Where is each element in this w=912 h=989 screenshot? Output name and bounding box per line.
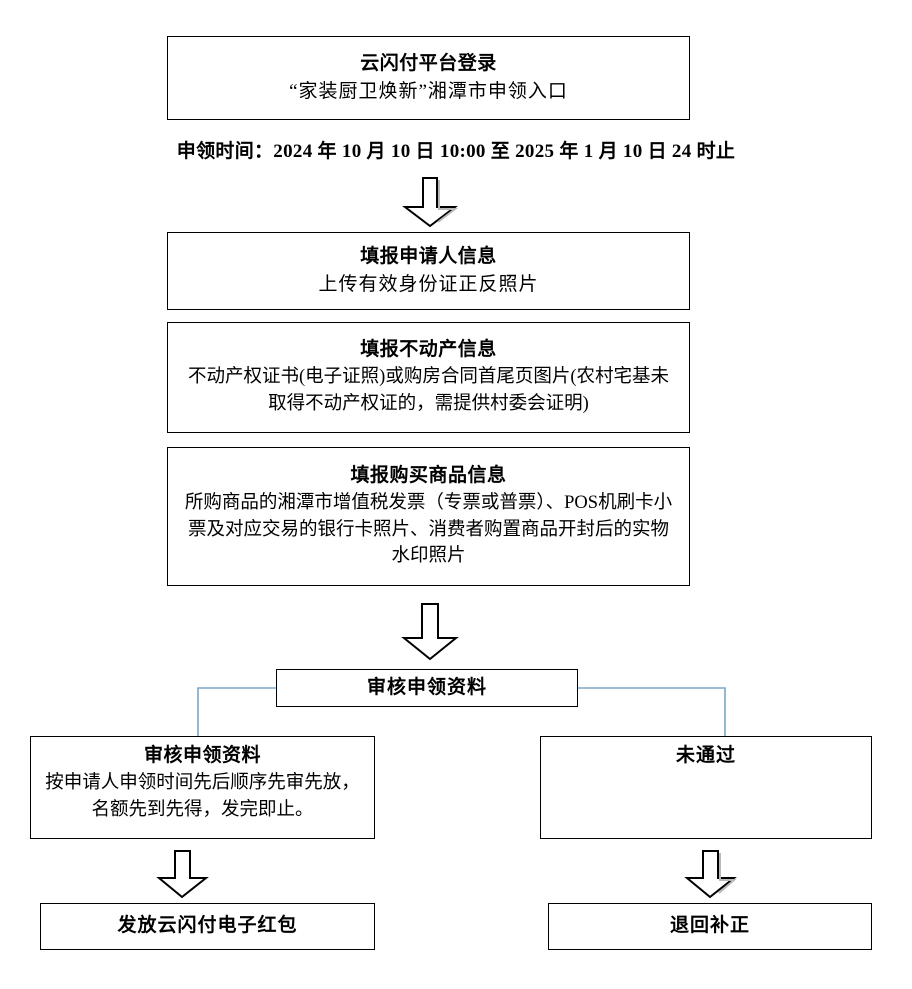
node-login-box: 云闪付平台登录 “家装厨卫焕新”湘潭市申领入口 xyxy=(167,36,690,120)
node-property-info-body: 不动产权证书(电子证照)或购房合同首尾页图片(农村宅基未取得不动产权证的，需提供… xyxy=(188,367,669,414)
down-block-arrow-icon xyxy=(401,603,459,661)
node-goods-info-title: 填报购买商品信息 xyxy=(350,464,507,486)
apply-period-text: 申领时间：2024 年 10 月 10 日 10:00 至 2025 年 1 月… xyxy=(176,141,736,162)
node-approved-box: 审核申领资料 按申请人申领时间先后顺序先审先放，名额先到先得，发完即止。 xyxy=(30,736,375,839)
arrow-rejected-to-return xyxy=(683,849,739,899)
connector-review-to-approved xyxy=(197,687,276,736)
node-approved-body: 按申请人申领时间先后顺序先审先放，名额先到先得，发完即止。 xyxy=(45,772,360,820)
arrow-approved-to-payout xyxy=(155,849,211,899)
node-payout-box: 发放云闪付电子红包 xyxy=(40,903,375,950)
node-applicant-info-body: 上传有效身份证正反照片 xyxy=(318,273,539,295)
down-block-arrow-icon xyxy=(402,177,458,228)
node-login-title: 云闪付平台登录 xyxy=(360,52,497,74)
connector-review-to-rejected xyxy=(578,687,726,736)
node-review-title: 审核申领资料 xyxy=(366,676,487,698)
node-return-fix-title: 退回补正 xyxy=(669,915,750,937)
down-block-arrow-icon xyxy=(684,850,737,899)
node-rejected-box: 未通过 xyxy=(540,736,872,839)
node-review-box: 审核申领资料 xyxy=(276,669,578,707)
node-login-body: “家装厨卫焕新”湘潭市申领入口 xyxy=(289,80,568,102)
arrow-login-to-applicant xyxy=(399,176,461,228)
node-applicant-info-title: 填报申请人信息 xyxy=(360,245,497,267)
node-goods-info-box: 填报购买商品信息 所购商品的湘潭市增值税发票（专票或普票）、POS机刷卡小票及对… xyxy=(167,447,690,586)
node-applicant-info-box: 填报申请人信息 上传有效身份证正反照片 xyxy=(167,232,690,310)
node-approved-title: 审核申领资料 xyxy=(143,745,261,766)
down-block-arrow-icon xyxy=(156,850,209,899)
node-property-info-box: 填报不动产信息 不动产权证书(电子证照)或购房合同首尾页图片(农村宅基未取得不动… xyxy=(167,322,690,433)
arrow-goods-to-review xyxy=(398,602,462,662)
node-payout-title: 发放云闪付电子红包 xyxy=(117,915,298,937)
node-property-info-title: 填报不动产信息 xyxy=(360,339,497,361)
node-rejected-title: 未通过 xyxy=(675,745,736,766)
node-goods-info-body: 所购商品的湘潭市增值税发票（专票或普票）、POS机刷卡小票及对应交易的银行卡照片… xyxy=(184,492,673,567)
node-return-fix-box: 退回补正 xyxy=(548,903,872,950)
